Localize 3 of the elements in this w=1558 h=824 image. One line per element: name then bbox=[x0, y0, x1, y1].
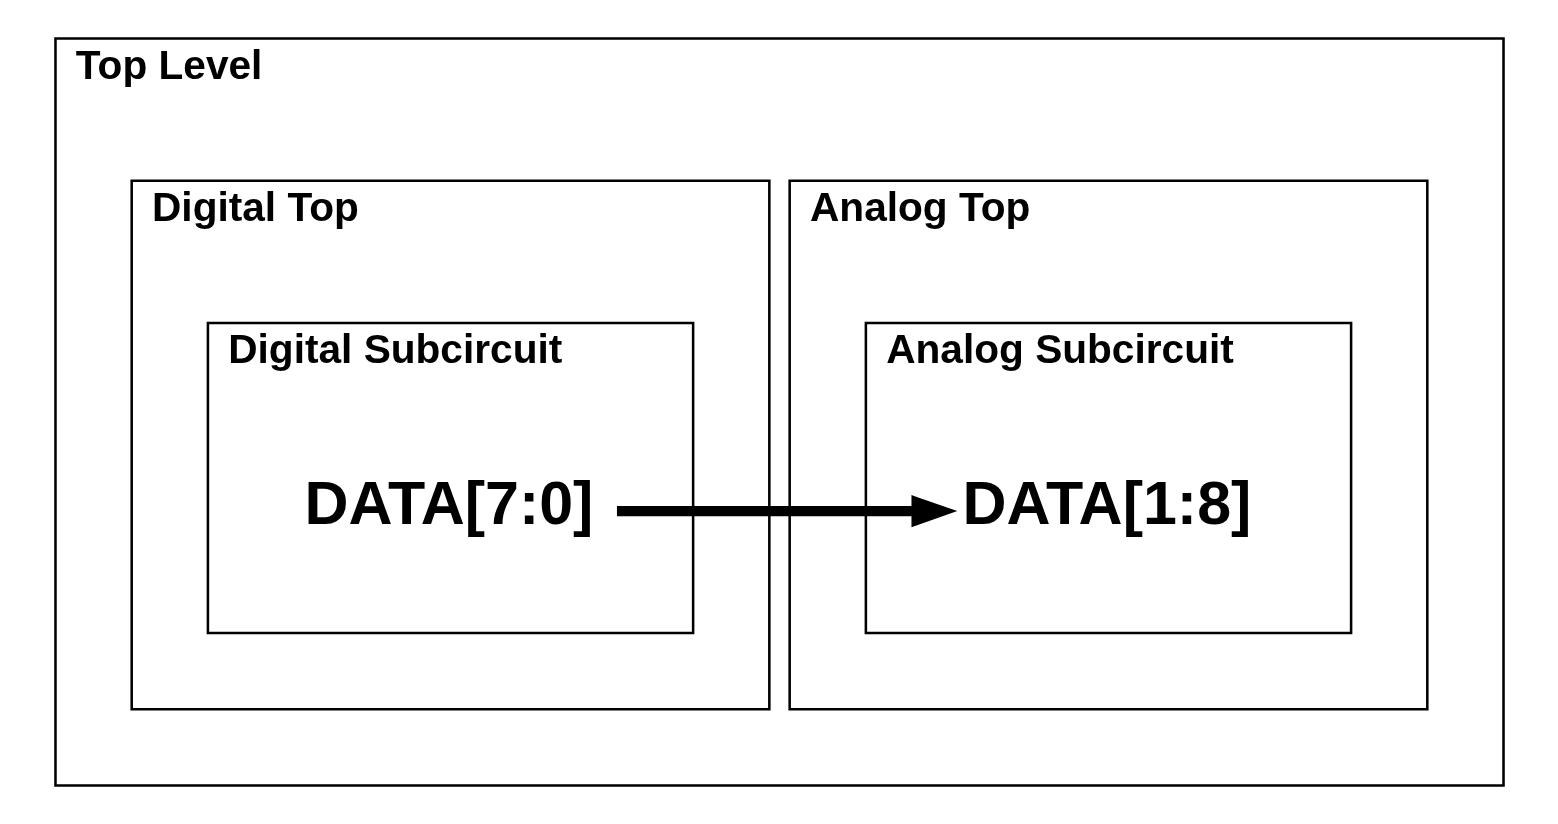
node-text: DATA[1:8] bbox=[961, 469, 1251, 538]
node-text: DATA[7:0] bbox=[303, 469, 593, 538]
arrow bbox=[616, 495, 957, 528]
